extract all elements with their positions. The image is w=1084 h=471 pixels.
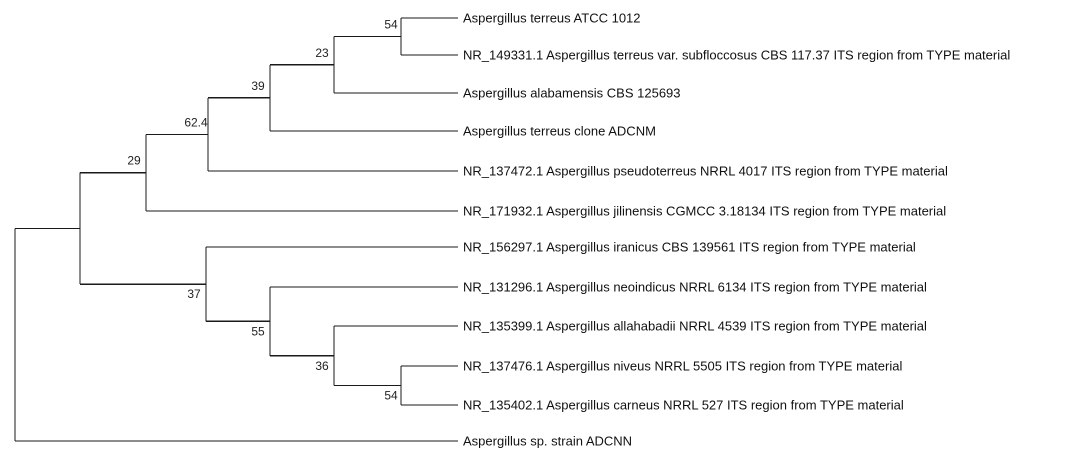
bootstrap-value: 39 [251,79,265,93]
taxon-label-jilinensis: NR_171932.1 Aspergillus jilinensis CGMCC… [463,204,946,219]
bootstrap-value: 23 [315,46,329,60]
bootstrap-value: 29 [127,154,141,168]
bootstrap-values: 54 23 39 62.4 29 37 55 36 54 [127,18,398,403]
taxon-label-sp-adcnn: Aspergillus sp. strain ADCNN [463,434,632,449]
taxon-label-terreus-subfloccosus: NR_149331.1 Aspergillus terreus var. sub… [463,48,1010,63]
taxon-label-allahabadii: NR_135399.1 Aspergillus allahabadii NRRL… [463,319,927,334]
bootstrap-value: 37 [187,287,201,301]
bootstrap-value: 36 [315,359,329,373]
taxon-label-terreus-atcc: Aspergillus terreus ATCC 1012 [463,11,641,26]
tree-branches [14,17,458,442]
taxon-label-iranicus: NR_156297.1 Aspergillus iranicus CBS 139… [463,240,916,255]
bootstrap-value: 62.4 [184,115,208,129]
taxon-label-pseudoterreus: NR_137472.1 Aspergillus pseudoterreus NR… [463,164,948,179]
taxon-label-terreus-clone: Aspergillus terreus clone ADCNM [463,124,656,139]
taxon-label-carneus: NR_135402.1 Aspergillus carneus NRRL 527… [463,398,904,413]
bootstrap-value: 54 [384,389,398,403]
bootstrap-value: 54 [384,18,398,32]
taxon-label-neoindicus: NR_131296.1 Aspergillus neoindicus NRRL … [463,280,927,295]
bootstrap-value: 55 [251,324,265,338]
taxon-label-alabamensis: Aspergillus alabamensis CBS 125693 [463,86,681,101]
taxon-label-niveus: NR_137476.1 Aspergillus niveus NRRL 5505… [463,359,902,374]
taxon-labels: Aspergillus terreus ATCC 1012 NR_149331.… [463,11,1010,449]
